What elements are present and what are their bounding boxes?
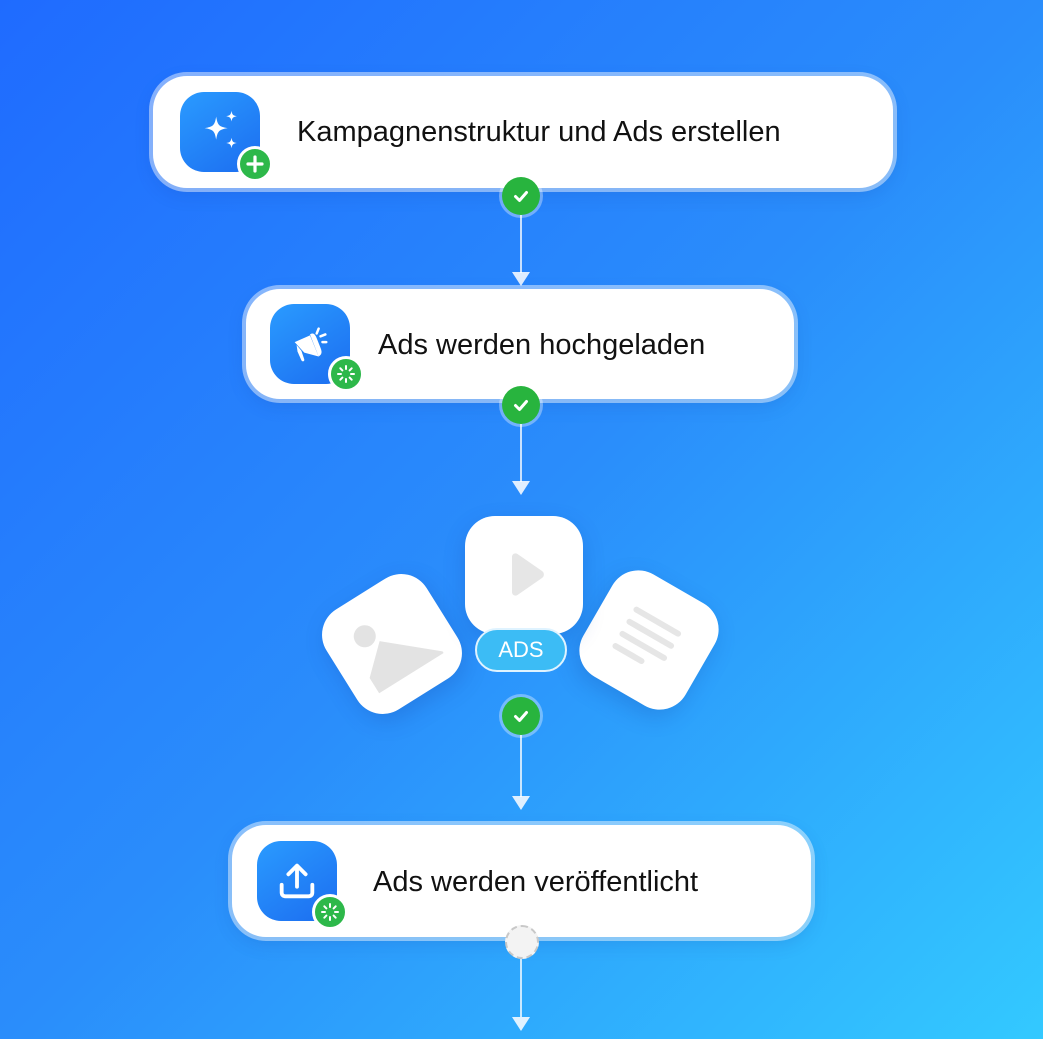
image-icon xyxy=(353,625,444,694)
spinner-icon xyxy=(328,356,364,392)
step-label: Kampagnenstruktur und Ads erstellen xyxy=(297,116,781,148)
text-lines-icon xyxy=(612,606,682,665)
video-tile xyxy=(465,516,583,634)
connector-line xyxy=(520,735,522,797)
check-icon xyxy=(502,177,540,215)
plus-icon xyxy=(237,146,273,182)
step-upload-ads: Ads werden hochgeladen xyxy=(246,289,794,399)
step-label: Ads werden veröffentlicht xyxy=(373,866,699,898)
arrow-down-icon xyxy=(512,796,530,810)
check-icon xyxy=(502,697,540,735)
check-icon xyxy=(502,386,540,424)
spinner-icon xyxy=(312,894,348,930)
connector-line xyxy=(520,424,522,482)
text-tile xyxy=(568,559,730,721)
connector-line xyxy=(520,959,522,1017)
step-label: Ads werden hochgeladen xyxy=(378,329,706,361)
arrow-down-icon xyxy=(512,1017,530,1031)
connector-line xyxy=(520,215,522,273)
arrow-down-icon xyxy=(512,272,530,286)
arrow-down-icon xyxy=(512,481,530,495)
pending-status-icon xyxy=(505,925,539,959)
sparkles-icon xyxy=(180,92,260,172)
megaphone-icon xyxy=(270,304,350,384)
play-icon xyxy=(512,553,544,596)
image-tile xyxy=(310,562,474,726)
step-publish-ads: Ads werden veröffentlicht xyxy=(232,825,811,937)
step-create-campaign: Kampagnenstruktur und Ads erstellen xyxy=(153,76,893,188)
ads-pill: ADS xyxy=(475,628,567,672)
